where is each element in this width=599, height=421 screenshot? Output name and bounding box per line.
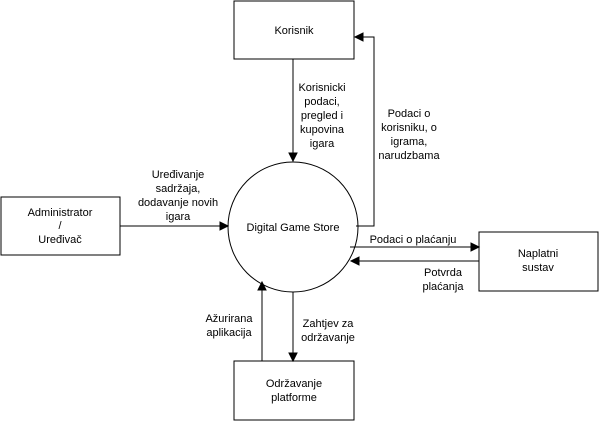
entity-korisnik-label: Korisnik <box>274 25 314 37</box>
entity-korisnik[interactable]: Korisnik <box>233 0 355 60</box>
flow-naplatni-to-process-label-line-1: Potvrda <box>424 267 463 279</box>
arrowhead-down-icon <box>288 152 298 163</box>
flow-process-to-korisnik-line <box>356 36 375 227</box>
arrowhead-up-icon <box>257 280 267 291</box>
flow-process-to-korisnik-label-line-1: Podaci o <box>388 108 431 120</box>
entity-administrator-label-line-2: / <box>58 220 62 232</box>
entity-naplatni-sustav-label-line-1: Naplatni <box>518 248 558 260</box>
flow-admin-to-process[interactable]: Uređivanje sadržaja, dodavanje novih iga… <box>120 169 230 231</box>
flow-korisnik-to-process-label-line-1: Korisnicki <box>298 82 345 94</box>
flow-process-to-odrzavanje[interactable]: Zahtjev za održavanje <box>288 292 355 363</box>
entity-korisnik-box <box>233 0 355 60</box>
flow-process-to-odrzavanje-label-line-1: Zahtjev za <box>303 318 355 330</box>
flow-odrzavanje-to-process[interactable]: Ažurirana aplikacija <box>205 280 267 361</box>
entity-naplatni-sustav-box <box>478 231 599 292</box>
flow-korisnik-to-process-label-line-2: podaci, <box>304 96 339 108</box>
flow-odrzavanje-to-process-label-line-2: aplikacija <box>206 327 252 339</box>
flow-korisnik-to-process-label-line-4: kupovina <box>300 124 345 136</box>
entity-administrator-box <box>0 196 121 256</box>
entity-administrator-label-line-1: Administrator <box>28 207 93 219</box>
entity-odrzavanje-platforme[interactable]: Održavanje platforme <box>233 360 355 421</box>
entity-administrator-label-line-3: Uređivač <box>38 234 82 246</box>
flow-odrzavanje-to-process-label-line-1: Ažurirana <box>205 313 253 325</box>
flow-admin-to-process-label-line-1: Uređivanje <box>152 169 205 181</box>
entity-naplatni-sustav-label-line-2: sustav <box>522 262 554 274</box>
arrowhead-right-icon <box>219 221 230 231</box>
flow-naplatni-to-process[interactable]: Potvrda plaćanja <box>349 256 479 293</box>
arrowhead-right-icon <box>470 242 481 252</box>
entity-naplatni-sustav[interactable]: Naplatni sustav <box>478 231 599 292</box>
flow-korisnik-to-process[interactable]: Korisnicki podaci, pregled i kupovina ig… <box>288 59 346 163</box>
arrowhead-left-icon <box>353 32 364 42</box>
flow-admin-to-process-label-line-4: igara <box>166 211 191 223</box>
flow-naplatni-to-process-label-line-2: plaćanja <box>423 281 465 293</box>
entity-odrzavanje-platforme-label-line-1: Održavanje <box>266 378 322 390</box>
process-label: Digital Game Store <box>247 222 340 234</box>
flow-process-to-korisnik-label-line-2: korisniku, o <box>381 122 437 134</box>
flow-admin-to-process-label-line-3: dodavanje novih <box>138 197 218 209</box>
entity-odrzavanje-platforme-label-line-2: platforme <box>271 392 317 404</box>
process-digital-game-store[interactable]: Digital Game Store <box>227 161 359 293</box>
flow-admin-to-process-label-line-2: sadržaja, <box>156 183 201 195</box>
flow-process-to-naplatni[interactable]: Podaci o plaćanju <box>350 234 481 252</box>
flow-process-to-korisnik-label-line-3: igrama, <box>391 136 428 148</box>
entity-odrzavanje-platforme-box <box>233 360 355 421</box>
entity-administrator[interactable]: Administrator / Uređivač <box>0 196 121 256</box>
flow-korisnik-to-process-label-line-5: igara <box>310 138 335 150</box>
flow-korisnik-to-process-label-line-3: pregled i <box>301 110 343 122</box>
flow-process-to-korisnik-label-line-4: narudzbama <box>378 150 440 162</box>
flow-process-to-naplatni-label: Podaci o plaćanju <box>370 234 457 246</box>
arrowhead-left-icon <box>349 256 360 266</box>
flow-process-to-korisnik[interactable]: Podaci o korisniku, o igrama, narudzbama <box>353 32 440 227</box>
flow-process-to-odrzavanje-label-line-2: održavanje <box>301 332 355 344</box>
arrowhead-down-icon <box>288 352 298 363</box>
